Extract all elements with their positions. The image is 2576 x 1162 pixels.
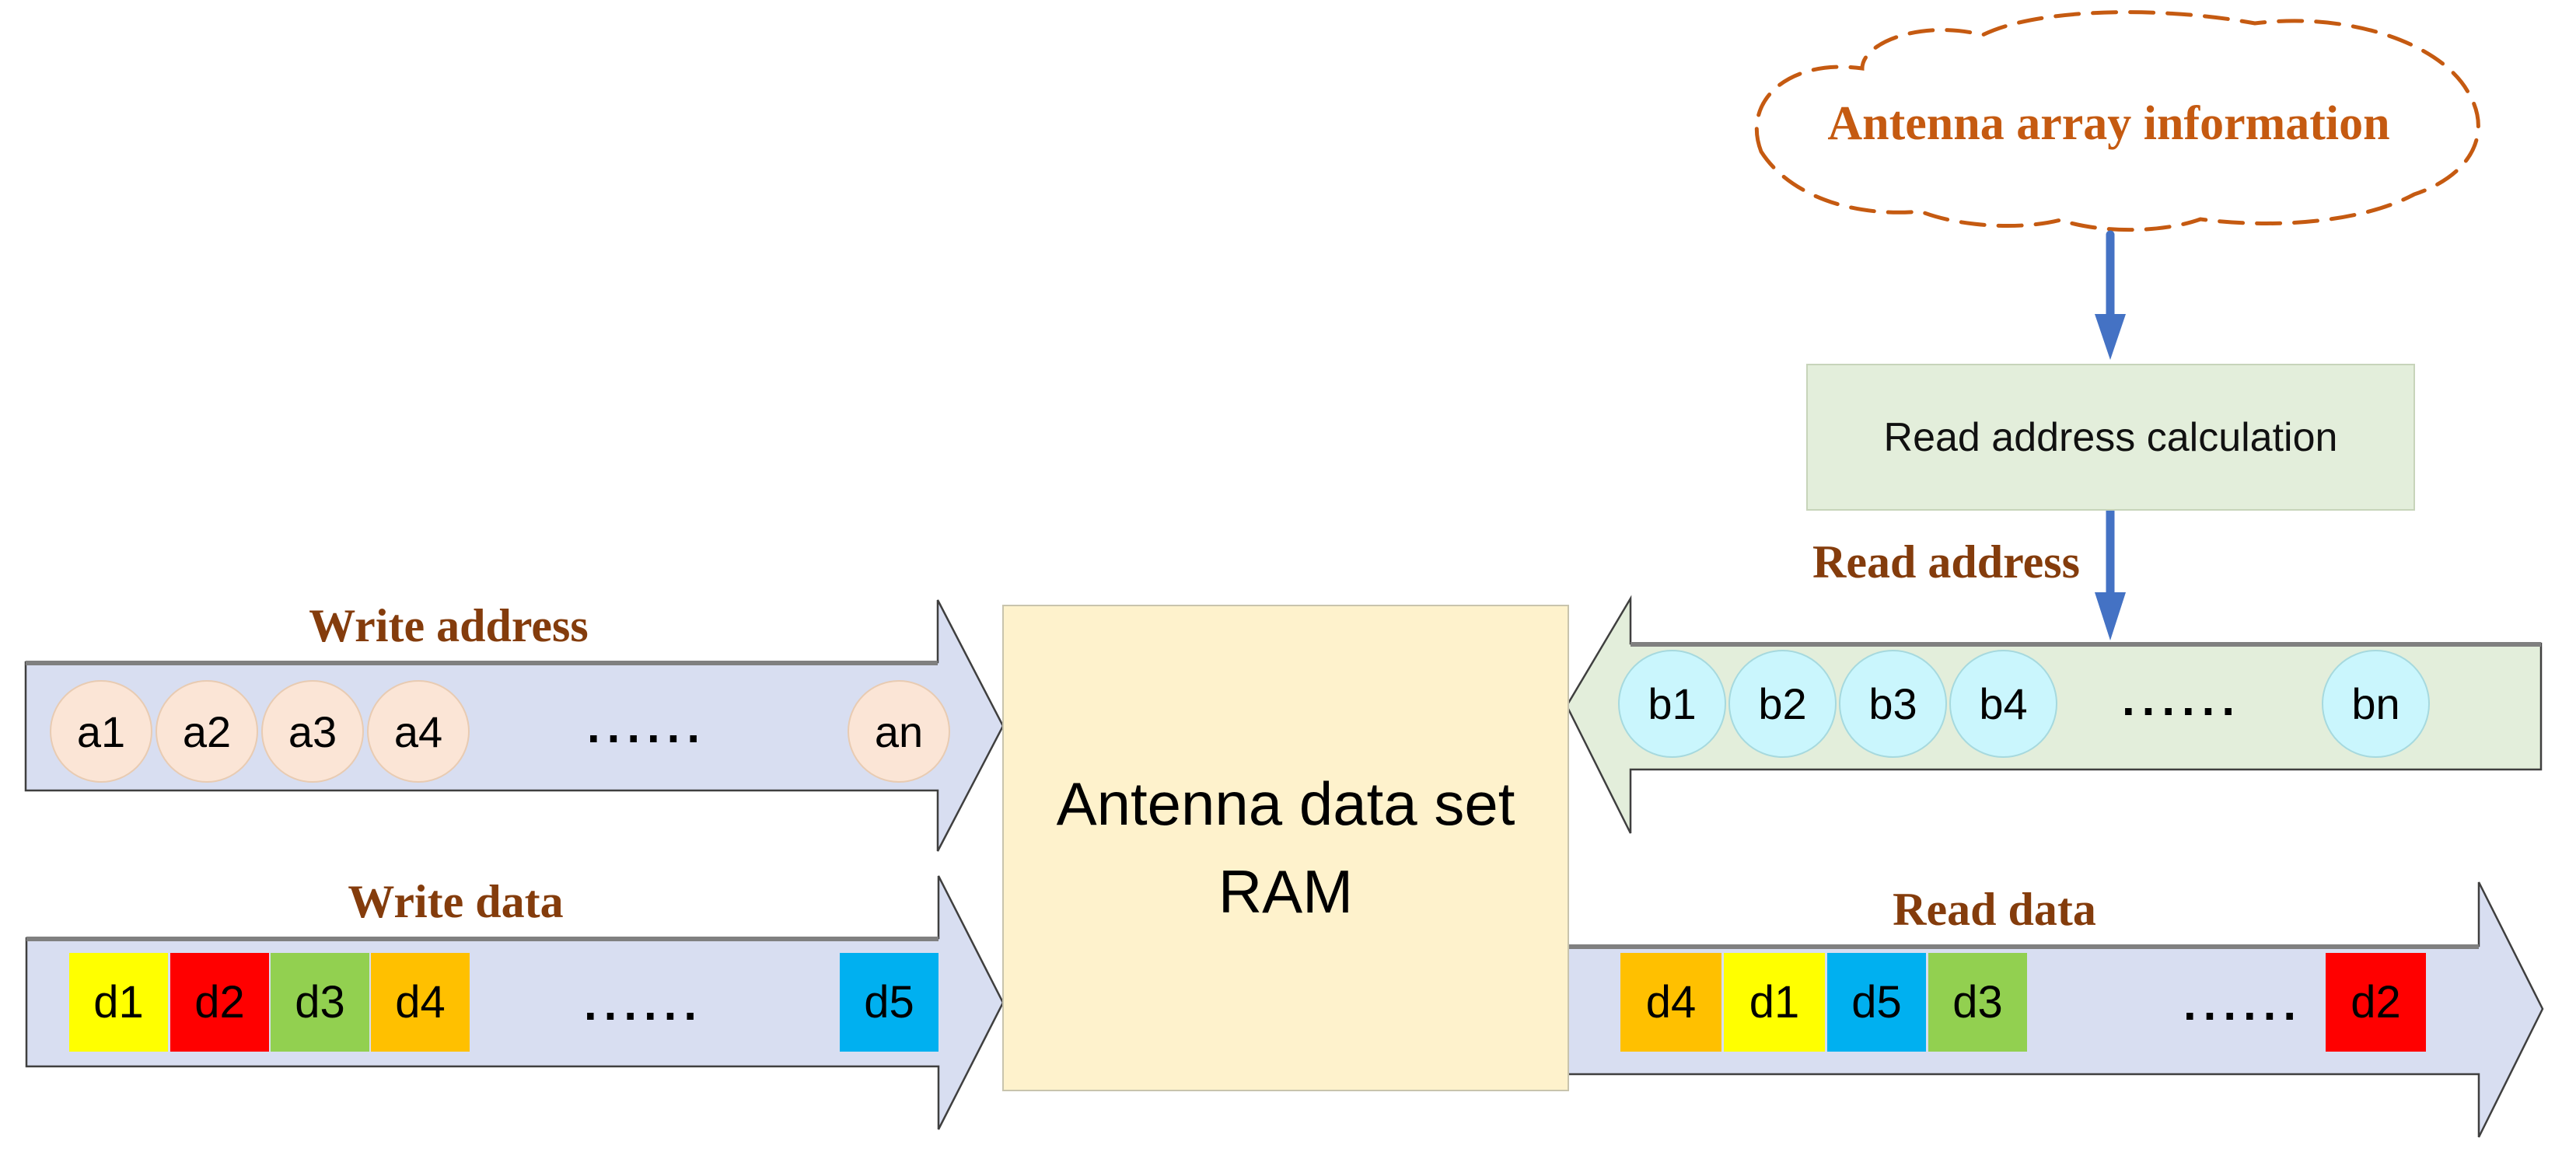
read-address-node-b3: b3 — [1839, 650, 1947, 758]
read-data-cell-d3: d3 — [1928, 953, 2027, 1052]
read-address-calculation-box: Read address calculation — [1806, 364, 2415, 511]
write-data-cell-d1: d1 — [69, 953, 168, 1052]
write-address-node-a1: a1 — [50, 680, 152, 783]
write-address-ellipsis: ...... — [586, 700, 708, 752]
read-data-cell-d1: d1 — [1724, 953, 1825, 1052]
write-data-cell-d4: d4 — [371, 953, 470, 1052]
read-address-node-bn: bn — [2322, 650, 2430, 758]
write-address-node-a3: a3 — [261, 680, 364, 783]
read-address-calculation-label: Read address calculation — [1883, 414, 2338, 460]
write-data-title: Write data — [348, 876, 564, 927]
ram-label-line1: Antenna data set — [1056, 769, 1515, 838]
read-address-ellipsis: ...... — [2121, 673, 2242, 725]
write-address-node-an: an — [848, 680, 950, 783]
write-data-cell-d5: d5 — [840, 953, 938, 1052]
write-data-cell-d3: d3 — [271, 953, 369, 1052]
read-address-title: Read address — [1812, 536, 2080, 588]
read-data-ellipsis: ...... — [2183, 978, 2304, 1030]
read-data-cell-d4: d4 — [1620, 953, 1721, 1052]
antenna-data-set-ram-box: Antenna data set RAM — [1002, 605, 1569, 1091]
cloud-to-calc-connector-head — [2095, 314, 2126, 360]
write-data-ellipsis: ...... — [583, 978, 704, 1030]
write-address-title: Write address — [309, 600, 589, 651]
read-address-node-b2: b2 — [1728, 650, 1837, 758]
write-address-node-a4: a4 — [367, 680, 470, 783]
read-data-cell-d2: d2 — [2326, 953, 2426, 1052]
read-data-title: Read data — [1893, 884, 2096, 935]
read-address-node-b4: b4 — [1949, 650, 2057, 758]
calc-to-arrow-connector-head — [2095, 592, 2126, 640]
write-address-node-a2: a2 — [156, 680, 258, 783]
read-data-cell-d5: d5 — [1827, 953, 1926, 1052]
cloud-outline — [1755, 10, 2480, 232]
write-data-cell-d2: d2 — [170, 953, 269, 1052]
cloud-label: Antenna array information — [1827, 97, 2390, 150]
ram-label-line2: RAM — [1218, 857, 1354, 926]
read-address-node-b1: b1 — [1618, 650, 1726, 758]
